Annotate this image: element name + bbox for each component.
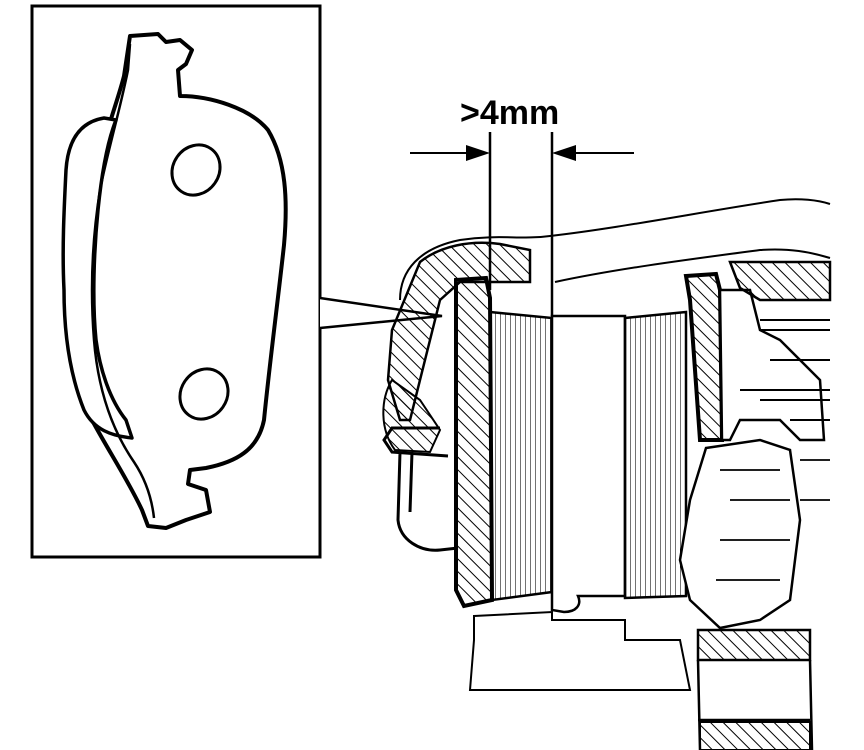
knuckle-detail <box>716 459 830 581</box>
dimension-arrow-left-head <box>466 145 490 161</box>
brake-pad-inset <box>30 4 322 559</box>
caliper-bore <box>740 319 830 421</box>
outer-pad-friction <box>488 310 554 602</box>
caliper-cross-section <box>382 198 832 750</box>
inner-pad-friction <box>623 310 688 600</box>
thickness-label: >4mm <box>460 94 559 132</box>
caliper-piston <box>718 288 826 442</box>
hub-flange <box>696 628 812 662</box>
thickness-dimension: >4mm <box>410 94 634 316</box>
hub-lower-hatch <box>699 721 811 750</box>
caliper-knuckle-left <box>382 378 442 454</box>
caliper-housing-lower <box>554 248 831 283</box>
pad-mounting-hole-lower <box>178 367 230 421</box>
steering-knuckle <box>678 438 802 630</box>
inner-pad-backing <box>683 271 725 442</box>
pad-plate-edge <box>90 43 156 519</box>
caliper-housing-outline <box>399 198 831 301</box>
outer-pad-backing <box>454 275 495 609</box>
guide-bracket <box>382 426 459 552</box>
dimension-arrow-right-head <box>552 145 576 161</box>
disc-hub <box>468 610 692 691</box>
inset-callout-pointer <box>319 296 443 330</box>
pad-mounting-hole-upper <box>170 143 222 197</box>
brake-disc <box>550 314 627 614</box>
caliper-seal-top <box>728 260 832 302</box>
